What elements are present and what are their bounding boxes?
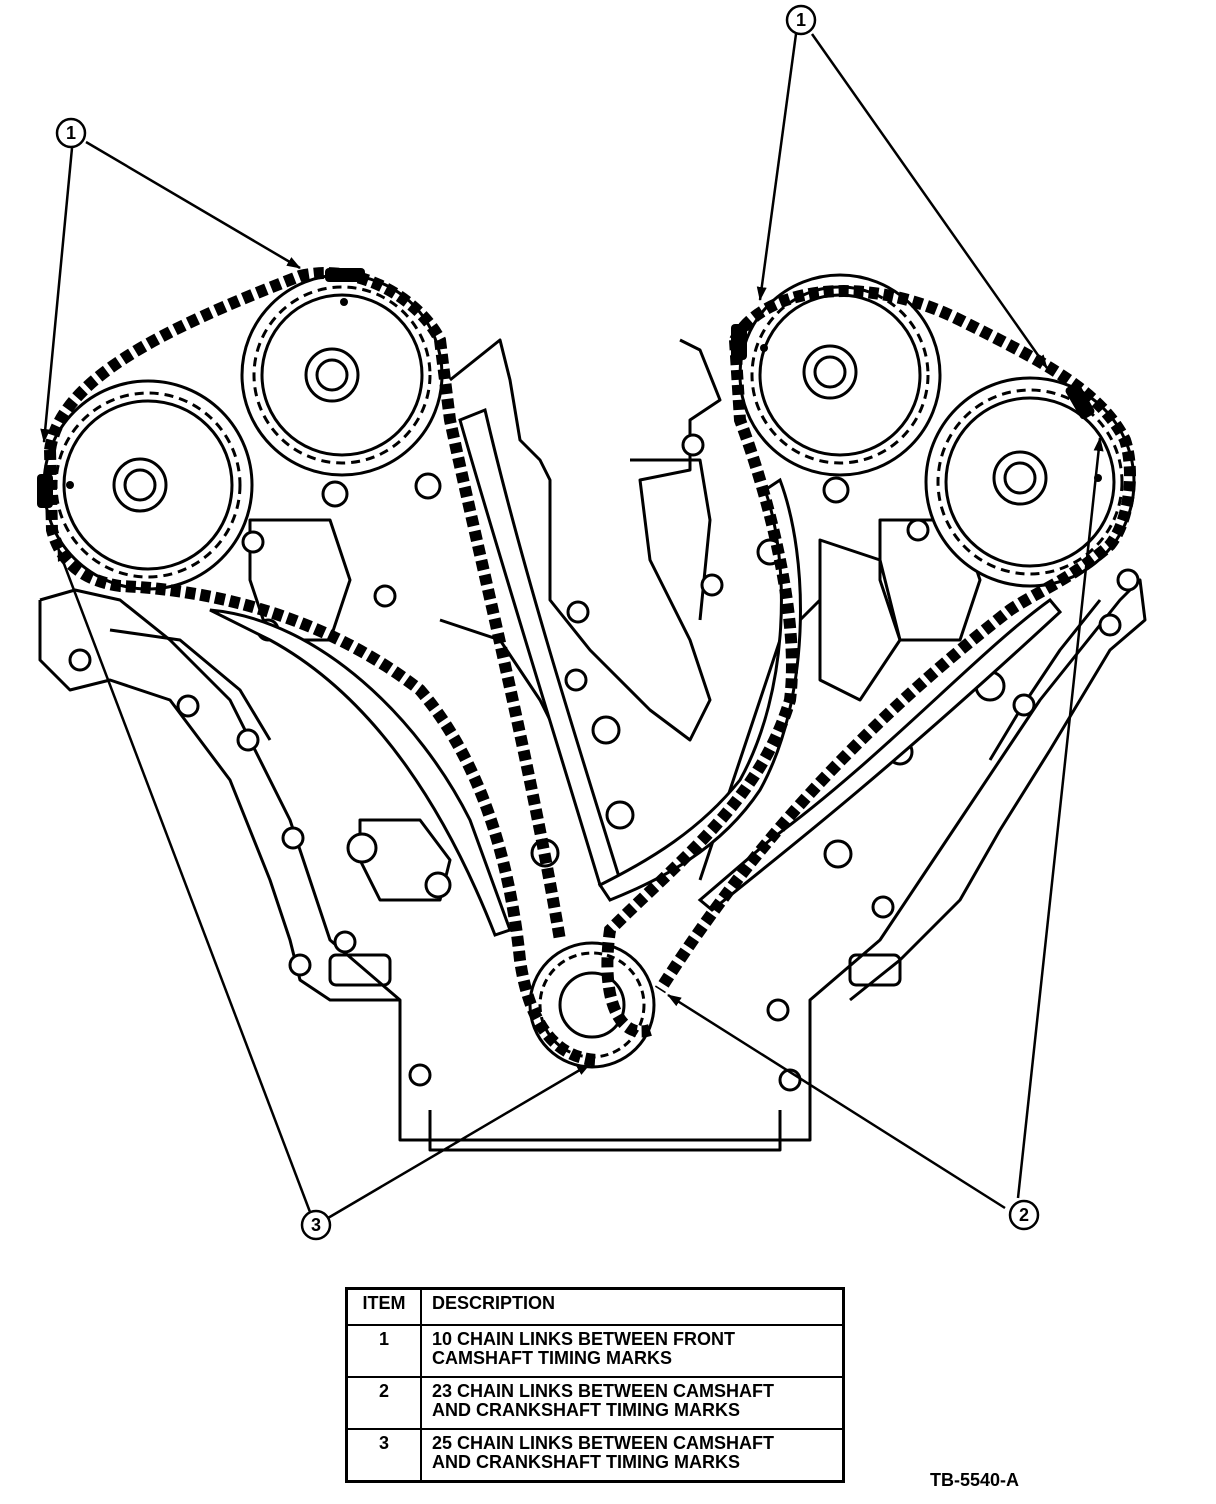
right-tensioner-arm bbox=[697, 597, 1063, 912]
figure-id: TB-5540-A bbox=[930, 1470, 1020, 1490]
svg-text:2: 2 bbox=[1019, 1205, 1029, 1225]
legend-header-item: ITEM bbox=[345, 1287, 422, 1326]
legend-header-row: ITEM DESCRIPTION bbox=[345, 1287, 845, 1326]
callout-2: 2 bbox=[1008, 1199, 1040, 1231]
legend-row-item: 1 bbox=[345, 1324, 422, 1378]
svg-text:1: 1 bbox=[66, 123, 76, 143]
callout-leaders bbox=[40, 33, 1104, 1220]
timing-mark-links bbox=[37, 268, 1095, 508]
svg-text:3: 3 bbox=[311, 1215, 321, 1235]
right-rear-cam-sprocket bbox=[924, 376, 1136, 588]
callout-1-left: 1 bbox=[55, 117, 87, 149]
legend-row-item: 2 bbox=[345, 1376, 422, 1430]
left-timing-chain bbox=[44, 267, 601, 1066]
chain-guides bbox=[458, 407, 802, 902]
svg-text:1: 1 bbox=[796, 10, 806, 30]
block-bolt-holes bbox=[68, 433, 1140, 1092]
timing-chain-diagram: 1 1 2 3 bbox=[37, 4, 1147, 1241]
left-rear-cam-sprocket bbox=[240, 273, 444, 477]
right-front-cam-sprocket bbox=[738, 273, 942, 477]
callout-3: 3 bbox=[300, 1209, 332, 1241]
callout-1-right: 1 bbox=[785, 4, 817, 36]
legend-header-description: DESCRIPTION bbox=[420, 1287, 845, 1326]
left-tensioner-arm bbox=[209, 608, 512, 937]
left-front-cam-sprocket bbox=[42, 379, 254, 591]
crankshaft-sprocket bbox=[528, 941, 656, 1069]
right-timing-chain bbox=[601, 285, 1136, 1038]
legend-row-item: 3 bbox=[345, 1428, 422, 1483]
legend-table: ITEM DESCRIPTION 1 10 CHAIN LINKS BETWEE… bbox=[345, 1287, 845, 1483]
